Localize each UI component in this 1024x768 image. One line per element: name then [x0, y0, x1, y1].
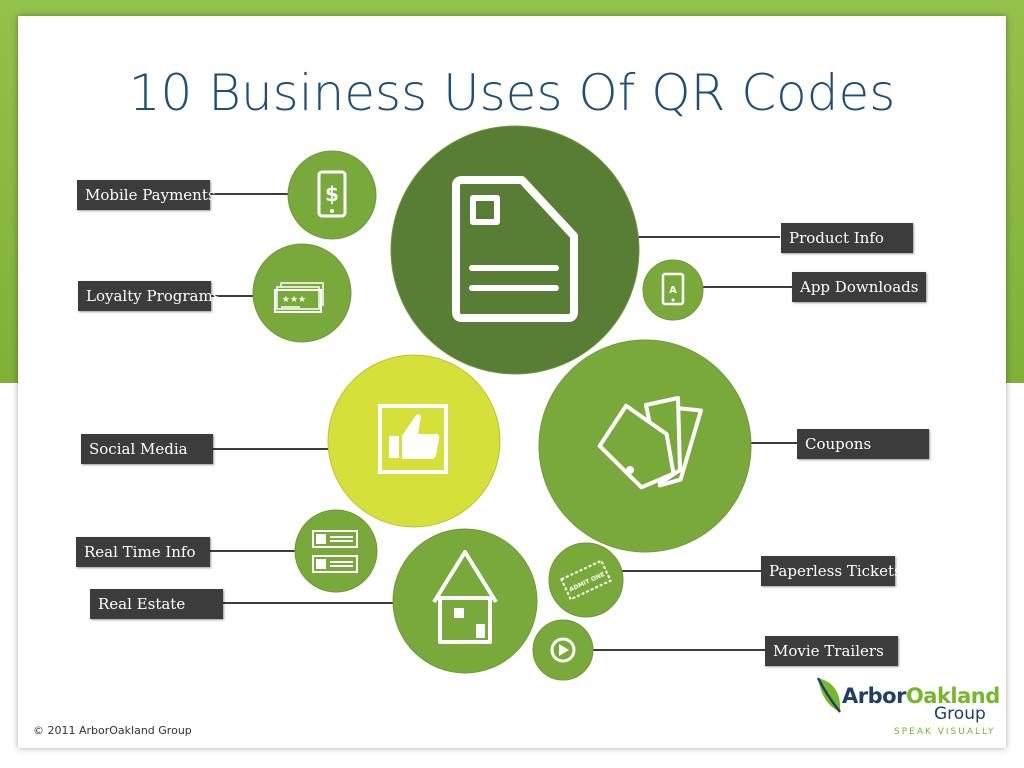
- phone-dollar-icon: $: [317, 170, 347, 218]
- label-loyalty-programs: Loyalty Programs: [78, 281, 220, 311]
- logo-oakland-text: Oakland: [905, 684, 1000, 708]
- logo-tagline: SPEAK VISUALLY: [894, 727, 996, 737]
- logo-arbor-text: Arbor: [842, 684, 906, 708]
- connector-lines: [210, 193, 797, 651]
- logo-wordmark: ArborOakland: [842, 684, 1000, 708]
- thumbs-up-icon: [378, 404, 448, 474]
- label-app-downloads: App Downloads: [792, 272, 926, 302]
- label-real-estate: Real Estate: [90, 589, 223, 619]
- coupon-tags-icon: [597, 396, 703, 490]
- label-product-info: Product Info: [781, 223, 913, 253]
- label-social-media: Social Media: [81, 434, 213, 464]
- leaf-logo-icon: [816, 677, 841, 713]
- app-downloads-circle: [642, 259, 704, 321]
- mobile-payments-circle: [287, 150, 377, 240]
- loyalty-cards-icon: ★★★: [274, 282, 324, 313]
- label-coupons: Coupons: [797, 429, 929, 459]
- real-estate-circle: [392, 528, 538, 674]
- label-mobile-payments: Mobile Payments: [77, 180, 216, 210]
- slide-title: 10 Business Uses Of QR Codes: [128, 64, 896, 122]
- logo-group-text: Group: [934, 704, 986, 724]
- dollar-glyph: $: [325, 182, 339, 206]
- play-icon: [550, 637, 576, 663]
- info-cards-icon: [312, 530, 358, 573]
- stars-glyph: ★★★: [282, 295, 306, 305]
- label-movie-trailers: Movie Trailers: [765, 636, 898, 666]
- product-info-circle: [390, 125, 640, 375]
- document-icon: [452, 176, 578, 322]
- label-paperless-tickets: Paperless Tickets: [761, 556, 902, 586]
- house-icon: [432, 550, 498, 644]
- app-phone-icon: A: [661, 272, 685, 306]
- company-logo: ArborOakland Group SPEAK VISUALLY: [810, 672, 1000, 742]
- app-letter-glyph: A: [669, 285, 677, 296]
- label-real-time-info: Real Time Info: [76, 537, 210, 567]
- paperless-tickets-circle: [548, 542, 624, 618]
- copyright-text: © 2011 ArborOakland Group: [33, 724, 192, 737]
- real-time-info-circle: [294, 509, 378, 593]
